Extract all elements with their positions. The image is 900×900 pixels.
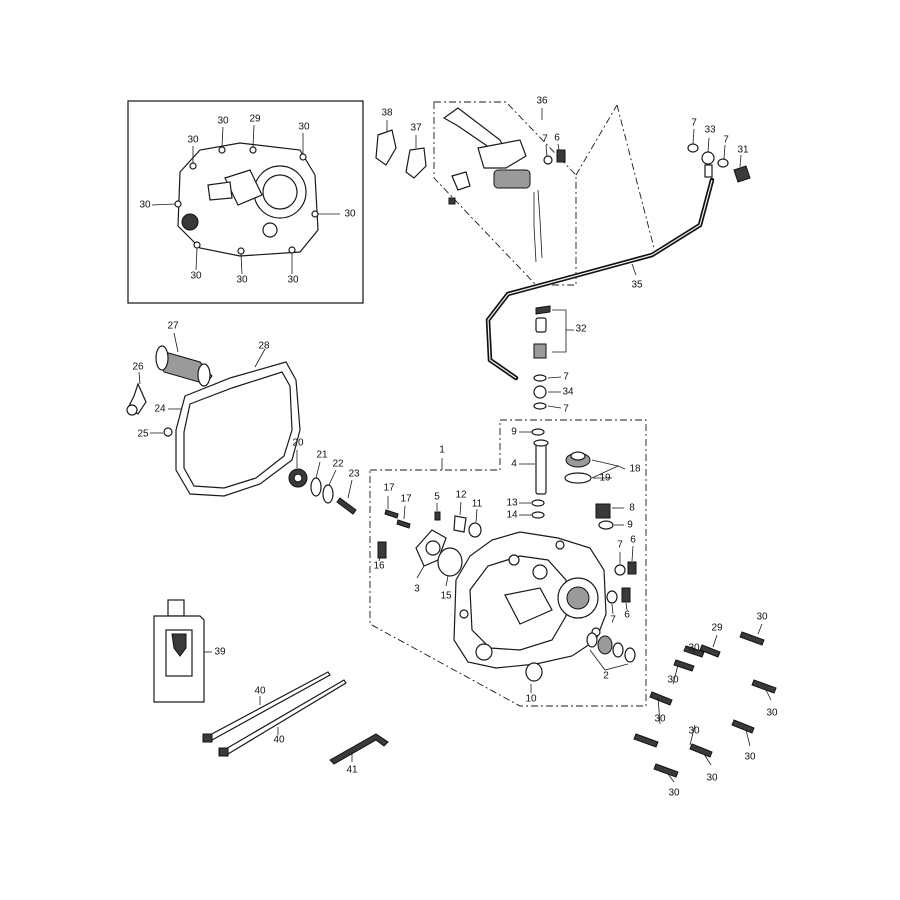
callout-8: 8 (629, 503, 635, 514)
callout-30: 30 (654, 714, 666, 725)
callout-30: 30 (756, 612, 768, 623)
callout-labels: 30 30 29 30 30 30 30 30 30 38 37 36 7 6 … (132, 96, 778, 799)
loose-bolts (633, 623, 777, 783)
callout-33: 33 (704, 125, 716, 136)
callout-30: 30 (668, 788, 680, 799)
callout-21: 21 (316, 450, 328, 461)
callout-7: 7 (542, 134, 548, 145)
callout-6: 6 (630, 535, 636, 546)
callout-19: 19 (599, 473, 611, 484)
callout-37: 37 (410, 123, 422, 134)
callout-35: 35 (631, 280, 643, 291)
callout-36: 36 (536, 96, 548, 107)
callout-31: 31 (737, 145, 749, 156)
hex-wrench (329, 733, 389, 765)
callout-22: 22 (332, 459, 344, 470)
clutch-hose-group (485, 104, 751, 410)
callout-25: 25 (137, 429, 149, 440)
callout-30: 30 (667, 675, 679, 686)
callout-41: 41 (346, 765, 358, 776)
callout-39: 39 (214, 647, 226, 658)
callout-9: 9 (511, 427, 517, 438)
callout-34: 34 (562, 387, 574, 398)
callout-15: 15 (440, 591, 452, 602)
callout-3: 3 (414, 584, 420, 595)
callout-9: 9 (627, 520, 633, 531)
oil-filter-group (126, 332, 357, 515)
cable-ties (202, 671, 347, 757)
callout-17: 17 (400, 494, 412, 505)
clutch-lever-group (375, 101, 577, 286)
callout-6: 6 (624, 610, 630, 621)
crankcase-cover-group (369, 419, 647, 707)
callout-14: 14 (506, 510, 518, 521)
callout-30: 30 (139, 200, 151, 211)
callout-24: 24 (154, 404, 166, 415)
callout-7: 7 (617, 540, 623, 551)
callout-20: 20 (292, 438, 304, 449)
callout-2: 2 (603, 671, 609, 682)
callout-23: 23 (348, 469, 360, 480)
callout-7: 7 (691, 118, 697, 129)
callout-26: 26 (132, 362, 144, 373)
callout-12: 12 (455, 490, 467, 501)
inset-clutch-cover (127, 100, 364, 304)
callout-11: 11 (472, 499, 483, 510)
callout-28: 28 (258, 341, 270, 352)
callout-10: 10 (525, 694, 537, 705)
callout-30: 30 (744, 752, 756, 763)
callout-7: 7 (610, 615, 616, 626)
callout-40: 40 (254, 686, 266, 697)
callout-30: 30 (688, 643, 700, 654)
callout-1: 1 (439, 445, 445, 456)
callout-38: 38 (381, 108, 393, 119)
callout-6: 6 (554, 133, 560, 144)
callout-30: 30 (344, 209, 356, 220)
callout-13: 13 (506, 498, 518, 509)
callout-4: 4 (511, 459, 517, 470)
callout-30: 30 (298, 122, 310, 133)
oil-bottle (153, 599, 212, 703)
callout-17: 17 (383, 483, 395, 494)
callout-40: 40 (273, 735, 285, 746)
callout-30: 30 (688, 726, 700, 737)
callout-30: 30 (766, 708, 778, 719)
callout-16: 16 (373, 561, 385, 572)
callout-30: 30 (187, 135, 199, 146)
callout-7: 7 (563, 372, 569, 383)
callout-30: 30 (236, 275, 248, 286)
callout-30: 30 (706, 773, 718, 784)
callout-18: 18 (629, 464, 641, 475)
callout-29: 29 (249, 114, 261, 125)
callout-32: 32 (575, 324, 587, 335)
callout-30: 30 (287, 275, 299, 286)
callout-5: 5 (434, 492, 440, 503)
callout-7: 7 (563, 404, 569, 415)
callout-27: 27 (167, 321, 179, 332)
callout-30: 30 (217, 116, 229, 127)
callout-30: 30 (190, 271, 202, 282)
callout-7: 7 (723, 135, 729, 146)
callout-29: 29 (711, 623, 723, 634)
